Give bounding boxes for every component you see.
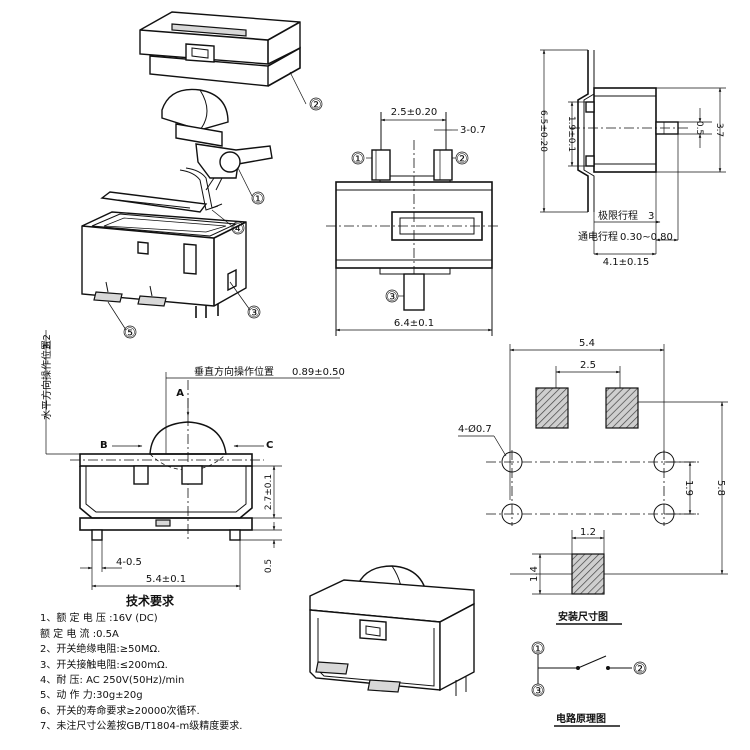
dim-side-height: 6.5±0.20 bbox=[538, 110, 548, 152]
circuit-node-3: ③ bbox=[531, 683, 545, 699]
exploded-view: ② ① ④ ③ ⑤ bbox=[81, 11, 323, 341]
tech-item: 5、动 作 力:30g±20g bbox=[40, 690, 143, 702]
tech-item: 2、开关绝缘电阻:≥50MΩ. bbox=[40, 644, 161, 656]
circuit-diagram: ① ② ③ 电路原理图 bbox=[531, 641, 647, 727]
pcb-pad-left bbox=[535, 387, 569, 429]
mounting-hole bbox=[501, 451, 523, 473]
callout-5: ⑤ bbox=[123, 325, 137, 341]
dim-slider-size: 0.5 bbox=[694, 121, 704, 135]
base-housing bbox=[81, 211, 247, 318]
svg-text:②: ② bbox=[456, 152, 468, 167]
circuit-node-2: ② bbox=[633, 661, 647, 677]
dim-row-spacing: 1.9 bbox=[683, 480, 694, 496]
dim-pad-spacing: 2.5 bbox=[580, 360, 596, 371]
svg-text:③: ③ bbox=[248, 306, 260, 321]
dim-pin-width: 3-0.7 bbox=[460, 125, 486, 136]
horizontal-position-label: 水平方向操作位置 bbox=[40, 340, 53, 420]
dim-base-width: 5.4±0.1 bbox=[146, 574, 186, 585]
pcb-pad-right bbox=[605, 387, 639, 429]
technical-requirements: 技术要求 1、额 定 电 压 :16V (DC) 额 定 电 流 :0.5A 2… bbox=[40, 594, 310, 735]
svg-text:①: ① bbox=[252, 192, 264, 207]
dim-pad-w: 1.2 bbox=[580, 527, 596, 538]
pin-label-1: ① bbox=[351, 151, 365, 167]
svg-text:⑤: ⑤ bbox=[124, 326, 136, 341]
dim-pad-width: 4-0.5 bbox=[116, 557, 142, 568]
svg-text:②: ② bbox=[310, 98, 322, 113]
dim-pad-h: 1.4 bbox=[529, 566, 540, 582]
callout-3: ③ bbox=[247, 305, 261, 321]
pcb-caption: 安装尺寸图 bbox=[558, 610, 608, 623]
pin-label-3: ③ bbox=[385, 289, 399, 305]
tech-item: 额 定 电 流 :0.5A bbox=[40, 628, 119, 640]
pcb-layout-view: 5.4 2.5 4-Ø0.7 1.9 5.8 1.2 1.4 安 bbox=[458, 338, 728, 625]
conduction-label: 通电行程 bbox=[578, 230, 618, 243]
dim-body-height: 2.7±0.1 bbox=[264, 474, 274, 510]
limit-stroke-value: 3 bbox=[648, 211, 654, 222]
dim-body-width: 6.4±0.1 bbox=[394, 318, 434, 329]
callout-4: ④ bbox=[231, 221, 245, 237]
arrow-a-label: A bbox=[176, 388, 184, 399]
pcb-pad-bottom bbox=[571, 553, 605, 595]
dim-pad-thickness: 0.5 bbox=[264, 559, 274, 573]
limit-stroke-label: 极限行程 bbox=[598, 209, 638, 222]
tech-item: 1、额 定 电 压 :16V (DC) bbox=[40, 613, 158, 625]
side-view: 6.5±0.20 1.9±0.1 0.5 3.7 极限行程 3 通电行程 0.3… bbox=[538, 49, 726, 268]
leader-lines bbox=[107, 71, 307, 331]
cover-part bbox=[139, 11, 301, 87]
spring-contact bbox=[100, 167, 223, 213]
tech-item: 7、未注尺寸公差按GB/T1804-m级精度要求. bbox=[40, 721, 243, 733]
tech-item: 4、耐 压: AC 250V(50Hz)/min bbox=[40, 675, 185, 687]
svg-text:③: ③ bbox=[386, 290, 398, 305]
dim-holes: 4-Ø0.7 bbox=[458, 423, 492, 435]
vertical-position-value: 0.89±0.50 bbox=[292, 367, 345, 378]
circuit-caption: 电路原理图 bbox=[556, 712, 606, 725]
svg-text:②: ② bbox=[634, 662, 646, 677]
pin-label-2: ② bbox=[455, 151, 469, 167]
slider-part bbox=[195, 143, 273, 191]
dim-depth: 4.1±0.15 bbox=[603, 257, 650, 268]
svg-text:①: ① bbox=[532, 642, 544, 657]
arrow-c-label: C bbox=[266, 440, 273, 451]
actuator-cap bbox=[161, 88, 229, 147]
tech-item: 6、开关的寿命要求≥20000次循环. bbox=[40, 705, 200, 717]
horizontal-position-value: 3.2 bbox=[42, 334, 53, 350]
dim-outer-height: 5.8 bbox=[715, 480, 726, 496]
actuation-view: A B C 垂直方向操作位置 0.89±0.50 水平方向操作位置 3.2 2.… bbox=[40, 330, 345, 590]
vertical-position-label: 垂直方向操作位置 bbox=[194, 365, 274, 378]
arrow-b-label: B bbox=[100, 440, 108, 451]
dim-outer-width: 5.4 bbox=[579, 338, 595, 349]
front-view: 2.5±0.20 3-0.7 6.4±0.1 ① ② ③ bbox=[326, 107, 500, 336]
mounting-hole bbox=[501, 503, 523, 525]
dim-pin-spacing: 2.5±0.20 bbox=[391, 107, 438, 118]
dim-pin-height: 1.9±0.1 bbox=[566, 116, 576, 152]
tech-item: 3、开关接触电阻:≤200mΩ. bbox=[40, 659, 168, 671]
callout-2: ② bbox=[309, 97, 323, 113]
tech-requirements-title: 技术要求 bbox=[125, 594, 174, 608]
svg-text:④: ④ bbox=[232, 222, 244, 237]
svg-text:①: ① bbox=[352, 152, 364, 167]
svg-text:③: ③ bbox=[532, 684, 544, 699]
conduction-value: 0.30~0.80 bbox=[620, 232, 673, 243]
dim-total-height: 3.7 bbox=[714, 123, 724, 137]
assembled-isometric-view bbox=[309, 565, 475, 696]
circuit-node-1: ① bbox=[531, 641, 545, 657]
callout-1: ① bbox=[251, 191, 265, 207]
